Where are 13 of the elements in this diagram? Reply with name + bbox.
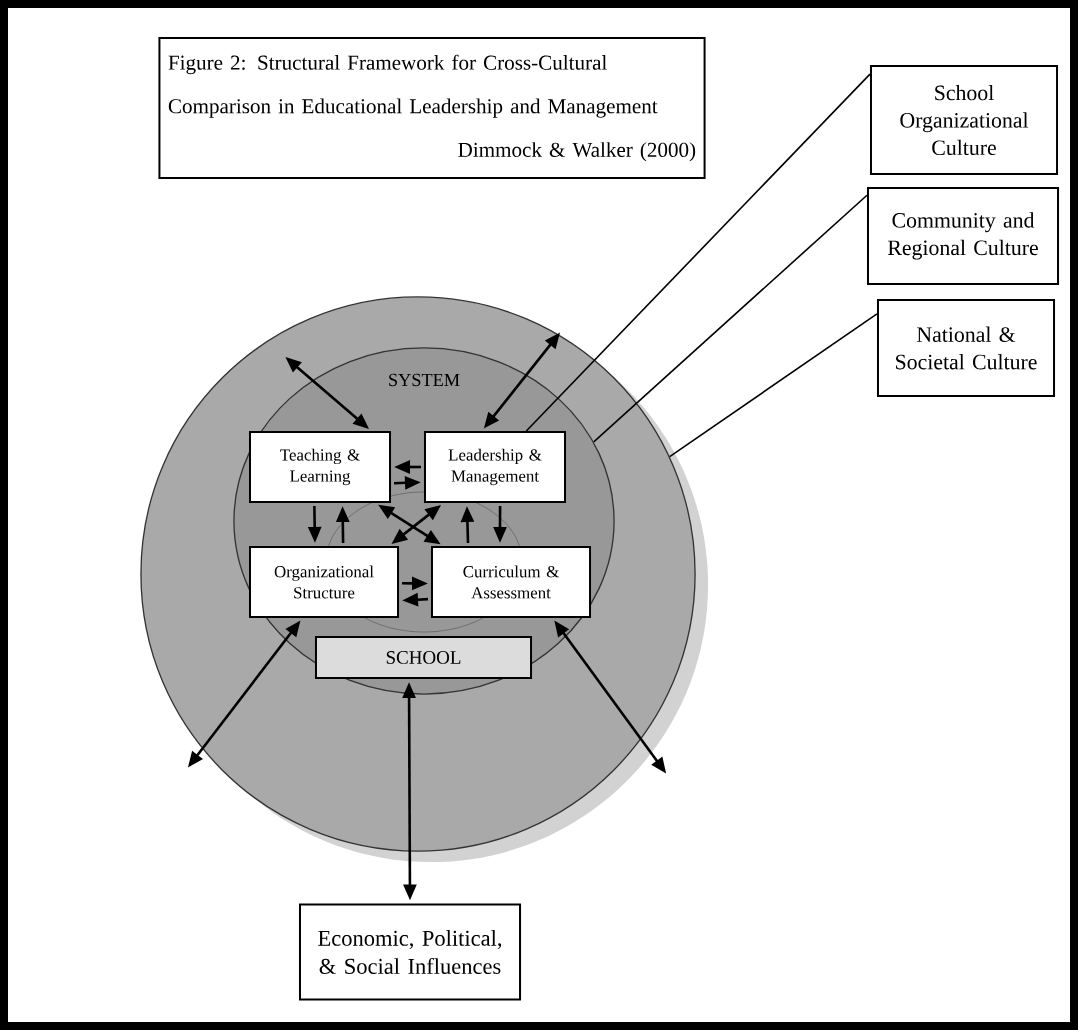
process-box: Leadership & Management [424, 431, 567, 503]
process-box: Teaching & Learning [249, 431, 392, 503]
leader-line [592, 194, 868, 443]
culture-box: National & Societal Culture [877, 299, 1056, 397]
influence-box: Economic, Political, & Social Influences [299, 903, 522, 1001]
process-box: Curriculum & Assessment [431, 546, 592, 618]
leader-line [525, 73, 871, 432]
culture-box: Community and Regional Culture [867, 187, 1060, 285]
leader-line [668, 313, 878, 458]
school-box: SCHOOL [315, 636, 533, 679]
process-box: Organizational Structure [249, 546, 400, 618]
title-box: Figure 2: Structural Framework for Cross-Cultural Comparison in Educational Leadership and Management Dimmock & Walker (2000) [158, 37, 706, 179]
culture-box: School Organizational Culture [870, 65, 1059, 175]
